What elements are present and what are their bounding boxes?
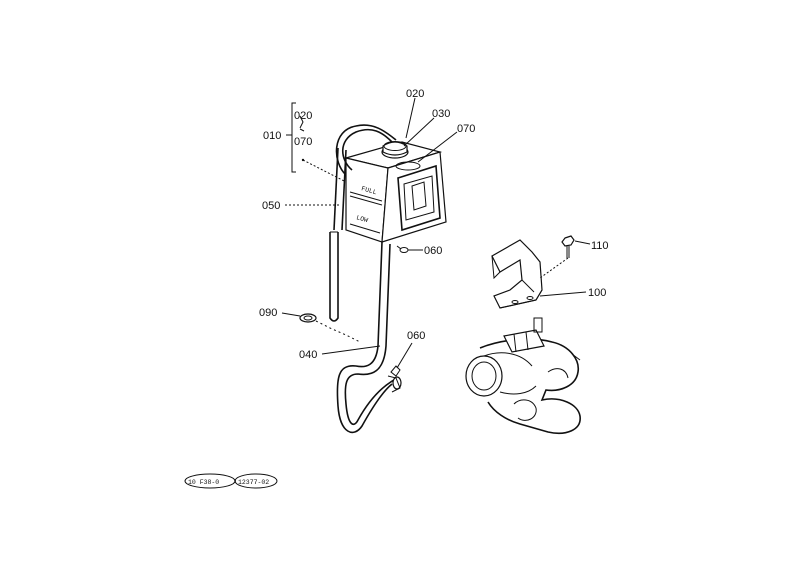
callout-020-group: 020 xyxy=(294,110,312,122)
callout-070: 070 xyxy=(457,123,475,135)
callout-070-group: 070 xyxy=(294,136,312,148)
assembly-bracket-010 xyxy=(286,102,305,173)
engine-casting xyxy=(465,317,581,434)
callout-010: 010 xyxy=(263,130,281,142)
reservoir-tank xyxy=(343,141,447,243)
callout-110: 110 xyxy=(591,240,609,252)
cap-gasket xyxy=(395,161,421,171)
mounting-bracket xyxy=(491,239,543,309)
callout-060-top: 060 xyxy=(424,245,442,257)
reference-code-a: 10 F38-0 xyxy=(188,479,219,486)
tank-low-label: LOW xyxy=(355,214,368,224)
callout-040: 040 xyxy=(299,349,317,361)
callout-100: 100 xyxy=(588,287,606,299)
overflow-hose xyxy=(329,124,397,322)
clip-chain xyxy=(315,320,361,343)
reference-code-b: 12377-02 xyxy=(238,479,269,486)
callout-090: 090 xyxy=(259,307,277,319)
callout-leaders xyxy=(281,97,591,369)
hose-clamp-bottom xyxy=(390,365,401,377)
callout-050: 050 xyxy=(262,200,280,212)
bolt-110 xyxy=(561,235,575,258)
hose-clip-090 xyxy=(299,313,317,323)
bolt-guide xyxy=(539,257,569,279)
callout-020: 020 xyxy=(406,88,424,100)
callout-060-bottom: 060 xyxy=(407,330,425,342)
leader-dot xyxy=(301,158,305,162)
tank-full-label: FULL xyxy=(360,185,377,196)
reservoir-hose xyxy=(336,241,402,434)
hose-clamp-top xyxy=(396,245,409,253)
reference-code: 10 F38-0 12377-02 xyxy=(184,473,278,489)
reservoir-cap xyxy=(381,141,421,171)
callout-030: 030 xyxy=(432,108,450,120)
